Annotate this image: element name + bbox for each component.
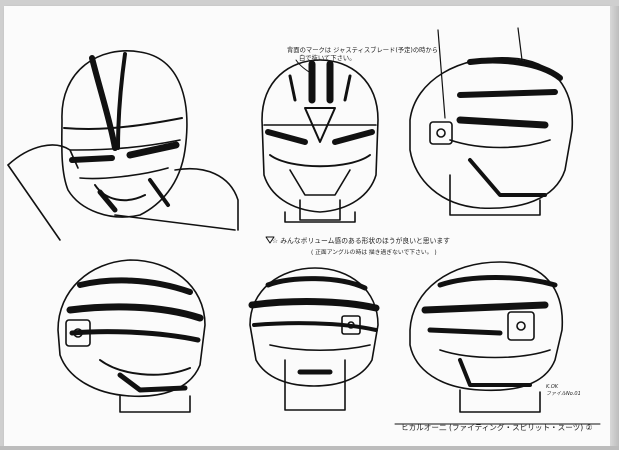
helmet-three-quarter-view-icon [7,50,239,241]
scanner-bed [0,446,619,450]
helmet-side-rear-view-icon [409,261,564,413]
helmet-rear-three-quarter-view-icon [57,259,206,413]
annotation-mid: ☆ みんなボリューム感のある形状のほうが良いと思います [272,237,450,245]
helmet-front-view-icon [261,59,379,223]
helmet-side-view-icon [409,27,574,216]
helmet-rear-view-icon [248,267,380,411]
sheet-caption: ヒカルオー二 (ファイティング・スピリット・スーツ) ② [401,423,593,432]
annotation-mid-sub: ( 正面アングルの時は 描き過ぎないで下さい。 ) [311,250,437,256]
annotation-top: 背面のマークは ジャスティスブレード(予定)の時から 白で抜いて下さい。 [287,47,439,62]
artist-signature: K.OK ファイルNo.01 [546,384,581,397]
page-edge [610,6,619,446]
